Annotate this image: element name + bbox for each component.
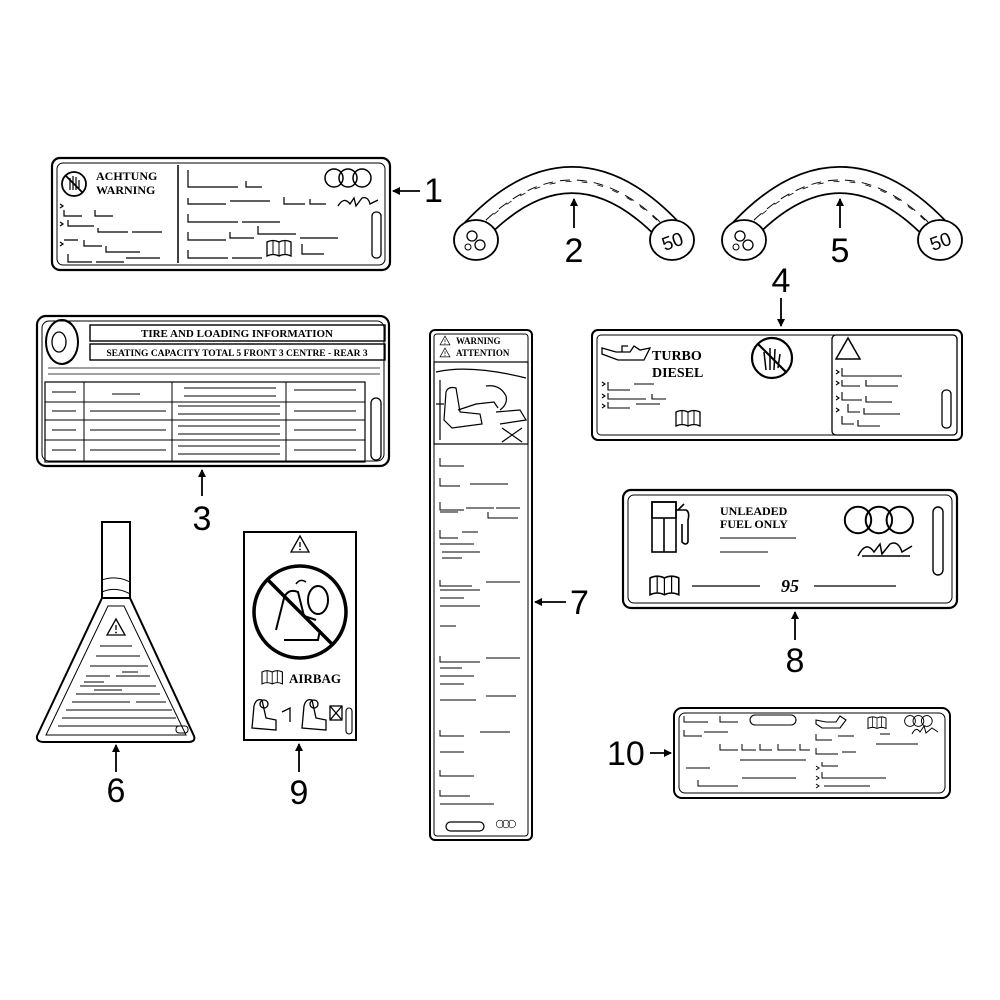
label-1-warning-decal[interactable]: ACHTUNG WARNING [50, 156, 392, 272]
label-8-octane: 95 [781, 576, 799, 596]
callout-10: 10 [607, 735, 672, 773]
svg-text:5: 5 [831, 232, 850, 270]
oil-can-icon [815, 715, 847, 729]
child-seat-icon [251, 698, 291, 731]
warning-triangle-icon [834, 336, 862, 360]
label-3-subtitle: SEATING CAPACITY TOTAL 5 FRONT 3 CENTRE … [106, 349, 367, 359]
hose-2-marked-tube[interactable]: 50 [453, 166, 695, 261]
fuel-pump-icon [651, 501, 690, 553]
label-4-line2: DIESEL [652, 366, 703, 381]
brand-script-logo [911, 724, 939, 735]
callout-6: 6 [107, 744, 126, 810]
tire-pressure-table [44, 381, 366, 463]
svg-text:9: 9 [290, 774, 309, 812]
svg-text:3: 3 [193, 500, 212, 538]
label-9-text: AIRBAG [289, 671, 341, 686]
callout-8: 8 [786, 611, 805, 680]
label-1-line2: WARNING [96, 183, 155, 197]
label-1-line1: ACHTUNG [96, 169, 157, 183]
svg-text:6: 6 [107, 772, 126, 810]
label-7-line2: ATTENTION [456, 348, 510, 358]
callout-1: 1 [392, 172, 443, 210]
callout-2: 2 [565, 198, 584, 270]
brand-script-logo [857, 542, 913, 557]
svg-text:8: 8 [786, 642, 805, 680]
callout-4: 4 [772, 262, 791, 327]
car-interior-seat-illustration [433, 361, 529, 445]
callout-5: 5 [831, 198, 850, 270]
label-8-fuel-decal[interactable]: UNLEADED FUEL ONLY 95 [621, 488, 959, 610]
svg-text:10: 10 [607, 735, 645, 773]
child-seat-icon [301, 698, 343, 731]
label-9-airbag-decal[interactable]: AIRBAG [243, 531, 357, 741]
label-3-title: TIRE AND LOADING INFORMATION [141, 328, 333, 340]
callout-9: 9 [290, 743, 309, 812]
oil-can-icon [601, 345, 652, 361]
svg-text:4: 4 [772, 262, 791, 300]
hose-5-marked-tube[interactable]: 50 [721, 166, 963, 261]
label-6-warning-tag[interactable] [35, 521, 196, 743]
brand-rings-icon [843, 505, 914, 535]
no-airbag-child-seat-icon [252, 564, 348, 660]
label-8-line1: UNLEADED [720, 504, 788, 518]
no-hand-icon [61, 171, 87, 197]
brand-script-logo [337, 196, 379, 208]
svg-text:2: 2 [565, 232, 584, 270]
label-4-turbo-diesel-decal[interactable]: TURBO DIESEL [591, 329, 963, 441]
label-8-line2: FUEL ONLY [720, 517, 788, 531]
callout-3: 3 [193, 469, 212, 538]
label-7-warning-strip[interactable]: WARNING ATTENTION [429, 329, 533, 841]
tire-icon [45, 319, 79, 365]
label-3-tire-loading-decal[interactable]: TIRE AND LOADING INFORMATION SEATING CAP… [35, 314, 391, 468]
label-7-line1: WARNING [456, 336, 501, 346]
svg-text:1: 1 [424, 172, 443, 210]
label-10-info-decal[interactable] [673, 707, 951, 799]
svg-text:7: 7 [570, 584, 589, 622]
label-4-line1: TURBO [652, 349, 702, 364]
no-hand-icon [750, 336, 794, 380]
callout-7: 7 [534, 584, 589, 622]
